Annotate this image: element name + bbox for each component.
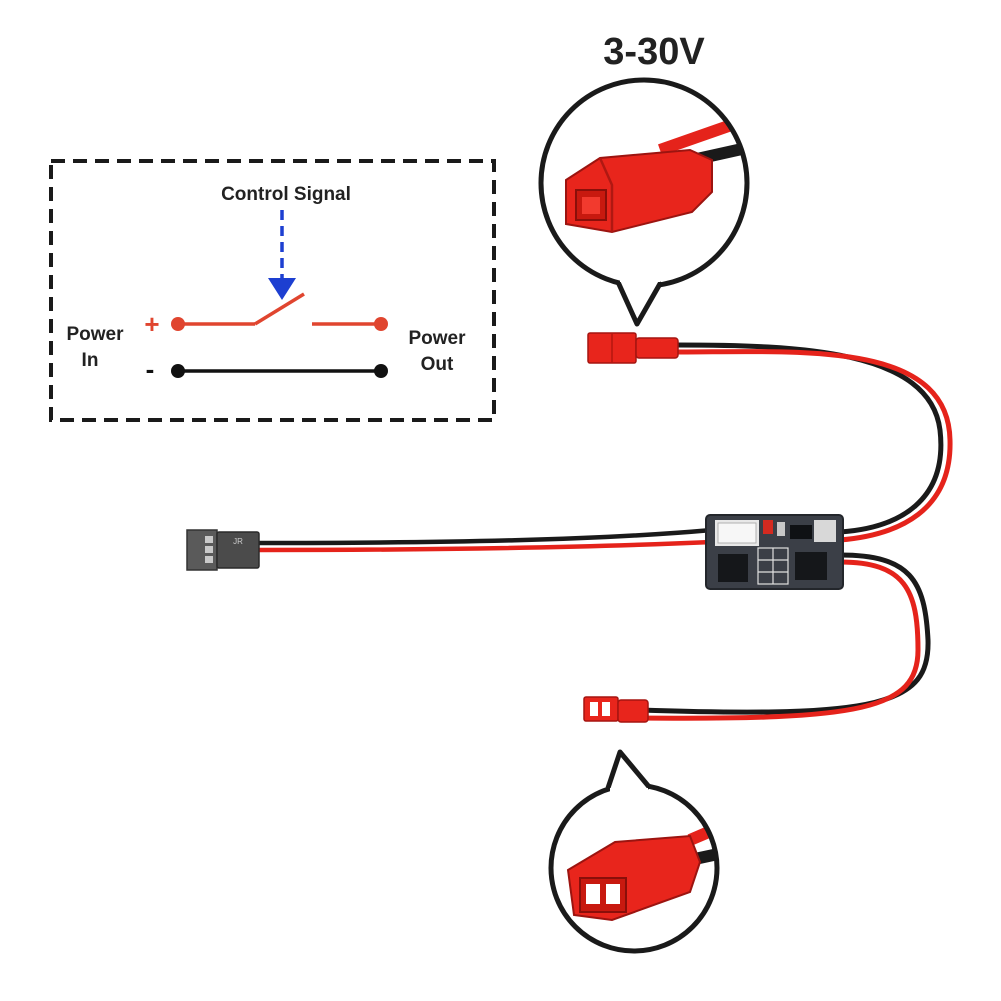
- top-lead-red: [675, 349, 953, 543]
- servo-lead-red: [257, 539, 713, 553]
- switch-pcb-module: [705, 514, 844, 590]
- top-lead-black: [675, 342, 944, 535]
- wiring-harness: [257, 342, 953, 721]
- servo-connector-label: JR: [233, 537, 243, 546]
- plus-sign: +: [144, 309, 159, 339]
- control-signal-arrowhead: [268, 278, 296, 300]
- voltage-label: 3-30V: [603, 31, 705, 73]
- bottom-connector-callout: [548, 749, 720, 954]
- minus-sign: -: [146, 354, 155, 384]
- bottom-lead-red: [639, 559, 921, 721]
- bottom-lead-black: [639, 552, 931, 715]
- top-connector-callout: [538, 77, 750, 327]
- positive-out-terminal: [374, 317, 388, 331]
- power-out-label-line2: Out: [421, 354, 454, 375]
- negative-out-terminal: [374, 364, 388, 378]
- schematic-dashed-border: [49, 159, 496, 422]
- servo-connector: JR: [186, 529, 260, 571]
- servo-lead-black: [257, 527, 713, 546]
- bottom-jst-connector: [583, 696, 649, 723]
- switch-schematic: Control Signal Power In Power Out + -: [49, 159, 496, 422]
- control-signal-label: Control Signal: [221, 184, 351, 205]
- top-jst-connector: [587, 332, 679, 364]
- power-out-label-line1: Power: [408, 328, 466, 349]
- switch-blade: [254, 292, 305, 326]
- power-in-label-line1: Power: [66, 324, 124, 345]
- power-in-label-line2: In: [82, 350, 99, 371]
